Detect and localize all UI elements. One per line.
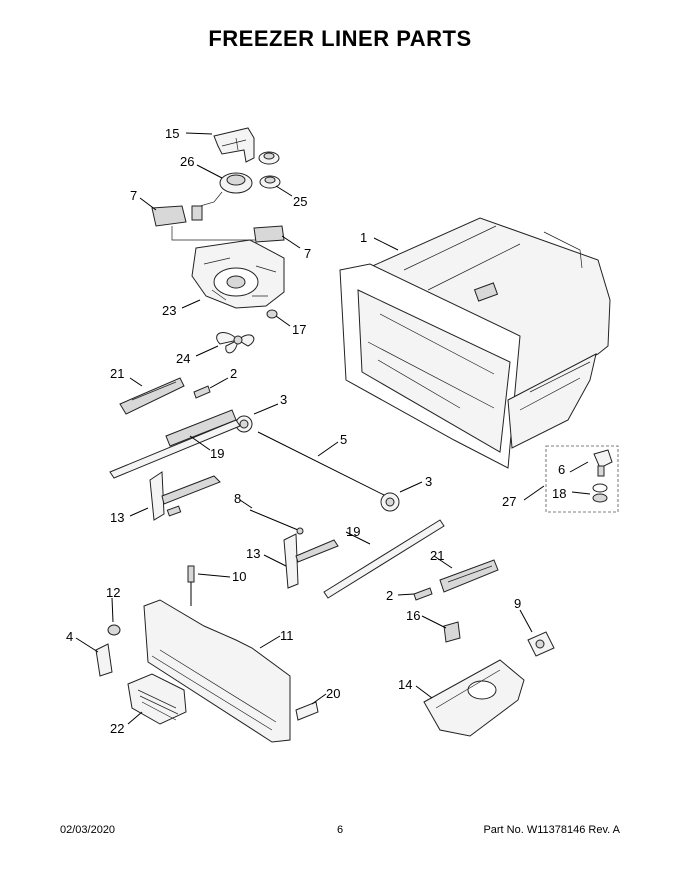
part-2-screw-upper <box>193 385 211 399</box>
callout-1: 1 <box>360 230 367 245</box>
callout-21-upper: 21 <box>110 366 124 381</box>
part-14-tray <box>423 659 525 737</box>
part-17-screw <box>266 309 278 319</box>
callout-9: 9 <box>514 596 521 611</box>
part-7-pad-right <box>253 225 285 243</box>
callout-10: 10 <box>232 569 246 584</box>
callout-13-right: 13 <box>246 546 260 561</box>
part-7-pad-left <box>151 205 187 227</box>
callout-26: 26 <box>180 154 194 169</box>
part-16-clip <box>443 621 461 643</box>
callout-6: 6 <box>558 462 565 477</box>
part-4-cover <box>95 643 113 677</box>
callout-3-upper: 3 <box>280 392 287 407</box>
callout-22: 22 <box>110 721 124 736</box>
callout-2-lower: 2 <box>386 588 393 603</box>
callout-5: 5 <box>340 432 347 447</box>
callout-7-right: 7 <box>304 246 311 261</box>
callout-14: 14 <box>398 677 412 692</box>
page-title: FREEZER LINER PARTS <box>208 26 472 51</box>
callout-20: 20 <box>326 686 340 701</box>
part-20-strip <box>295 701 319 721</box>
part-23-fan-housing <box>191 239 285 309</box>
part-27-kit <box>545 445 619 513</box>
part-25-grommet <box>258 151 281 189</box>
part-24-fan-blade <box>216 331 255 354</box>
part-9-valve <box>527 631 555 657</box>
callout-23: 23 <box>162 303 176 318</box>
callout-27: 27 <box>502 494 516 509</box>
part-13-bracket-left <box>149 471 221 521</box>
leader-lines <box>75 132 591 725</box>
part-2-screw-lower <box>413 587 433 601</box>
part-21-rail-upper <box>119 377 185 415</box>
footer-part-number: Part No. W11378146 Rev. A <box>483 824 620 836</box>
part-8-pin <box>166 505 304 535</box>
callout-11: 11 <box>280 628 294 643</box>
callout-21-lower: 21 <box>430 548 444 563</box>
callout-3-lower: 3 <box>425 474 432 489</box>
callout-15: 15 <box>165 126 179 141</box>
footer-date: 02/03/2020 <box>60 824 116 836</box>
pad-leader <box>171 226 256 241</box>
callout-24: 24 <box>176 351 190 366</box>
part-21-rail-lower <box>439 559 499 593</box>
part-12-screw <box>107 624 121 636</box>
callout-19-lower: 19 <box>346 524 360 539</box>
callout-19-upper: 19 <box>210 446 224 461</box>
callout-25: 25 <box>293 194 307 209</box>
callout-18: 18 <box>552 486 566 501</box>
part-19-slide-lower <box>323 519 445 599</box>
part-3-gear-upper <box>235 415 253 433</box>
callout-4: 4 <box>66 629 73 644</box>
part-22-grille <box>127 673 187 725</box>
part-11-panel <box>143 599 291 743</box>
part-3-gear-lower <box>380 492 400 512</box>
part-10-thermistor <box>187 565 195 606</box>
part-19-slide-upper <box>109 409 241 479</box>
footer-page-number: 6 <box>336 824 344 836</box>
callout-2-upper: 2 <box>230 366 237 381</box>
callout-17: 17 <box>292 322 306 337</box>
part-15-bracket <box>213 127 255 163</box>
part-1-freezer-liner <box>339 217 611 469</box>
part-5-shaft <box>257 431 387 497</box>
callout-8: 8 <box>234 491 241 506</box>
callout-12: 12 <box>106 585 120 600</box>
callout-7-left: 7 <box>130 188 137 203</box>
callout-16: 16 <box>406 608 420 623</box>
callout-labels: 15 26 7 25 7 1 23 17 24 21 2 3 5 19 3 6 … <box>66 126 566 736</box>
part-13-bracket-right <box>283 533 339 589</box>
part-26-fan-motor <box>191 172 253 221</box>
callout-13-left: 13 <box>110 510 124 525</box>
